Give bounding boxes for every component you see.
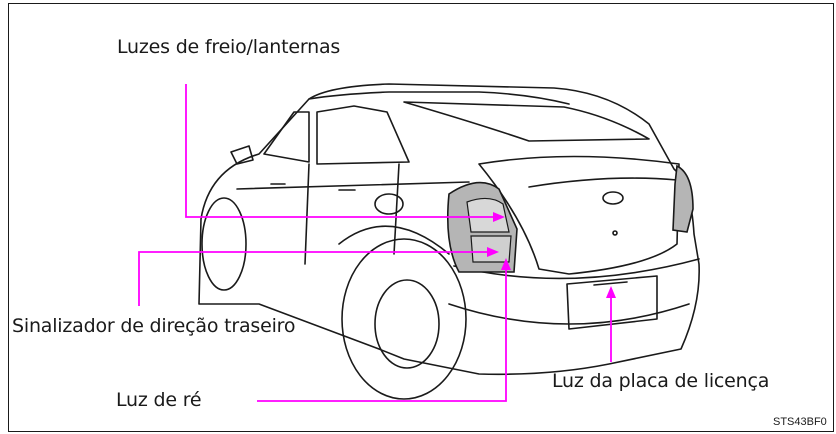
license-lamp-strip bbox=[593, 281, 628, 286]
door-line bbox=[304, 163, 400, 265]
label-brake-tail-lights: Luzes de freio/lanternas bbox=[117, 36, 341, 58]
arrow-brake-tail bbox=[493, 212, 505, 222]
license-plate-recess bbox=[566, 275, 658, 330]
belt-line bbox=[236, 181, 470, 190]
side-window-rear bbox=[316, 105, 410, 165]
leader-reverse bbox=[257, 266, 507, 402]
leader-turn-signal bbox=[138, 251, 491, 306]
side-mirror bbox=[230, 145, 254, 165]
car-illustration bbox=[138, 83, 700, 402]
arrow-turn-signal bbox=[487, 247, 499, 257]
leader-brake-tail bbox=[185, 84, 497, 218]
side-window-front bbox=[263, 111, 310, 163]
rear-wheel-arch bbox=[338, 225, 450, 255]
roof-line bbox=[308, 91, 570, 105]
figure-code: STS43BF0 bbox=[773, 416, 827, 428]
right-tail-lamp bbox=[672, 164, 694, 233]
diagram-frame: Luzes de freio/lanternas Sinalizador de … bbox=[8, 3, 834, 432]
fuel-door bbox=[374, 193, 404, 215]
front-wheel bbox=[201, 197, 247, 291]
rear-window bbox=[403, 101, 650, 142]
label-rear-turn-signal: Sinalizador de direção traseiro bbox=[12, 315, 296, 337]
rear-emblem bbox=[602, 191, 624, 205]
trunk-keyhole bbox=[612, 230, 618, 236]
arrow-license-plate bbox=[606, 286, 616, 298]
label-reverse-light: Luz de ré bbox=[116, 389, 202, 411]
rear-wheel bbox=[341, 238, 467, 400]
left-tail-lamp-inner bbox=[466, 197, 510, 233]
arrow-reverse bbox=[501, 258, 511, 270]
trunk-spoiler-line bbox=[528, 177, 678, 188]
rear-wheel-hub bbox=[374, 279, 440, 369]
label-license-plate-light: Luz da placa de licença bbox=[552, 370, 770, 392]
trunk-lid bbox=[478, 155, 680, 275]
